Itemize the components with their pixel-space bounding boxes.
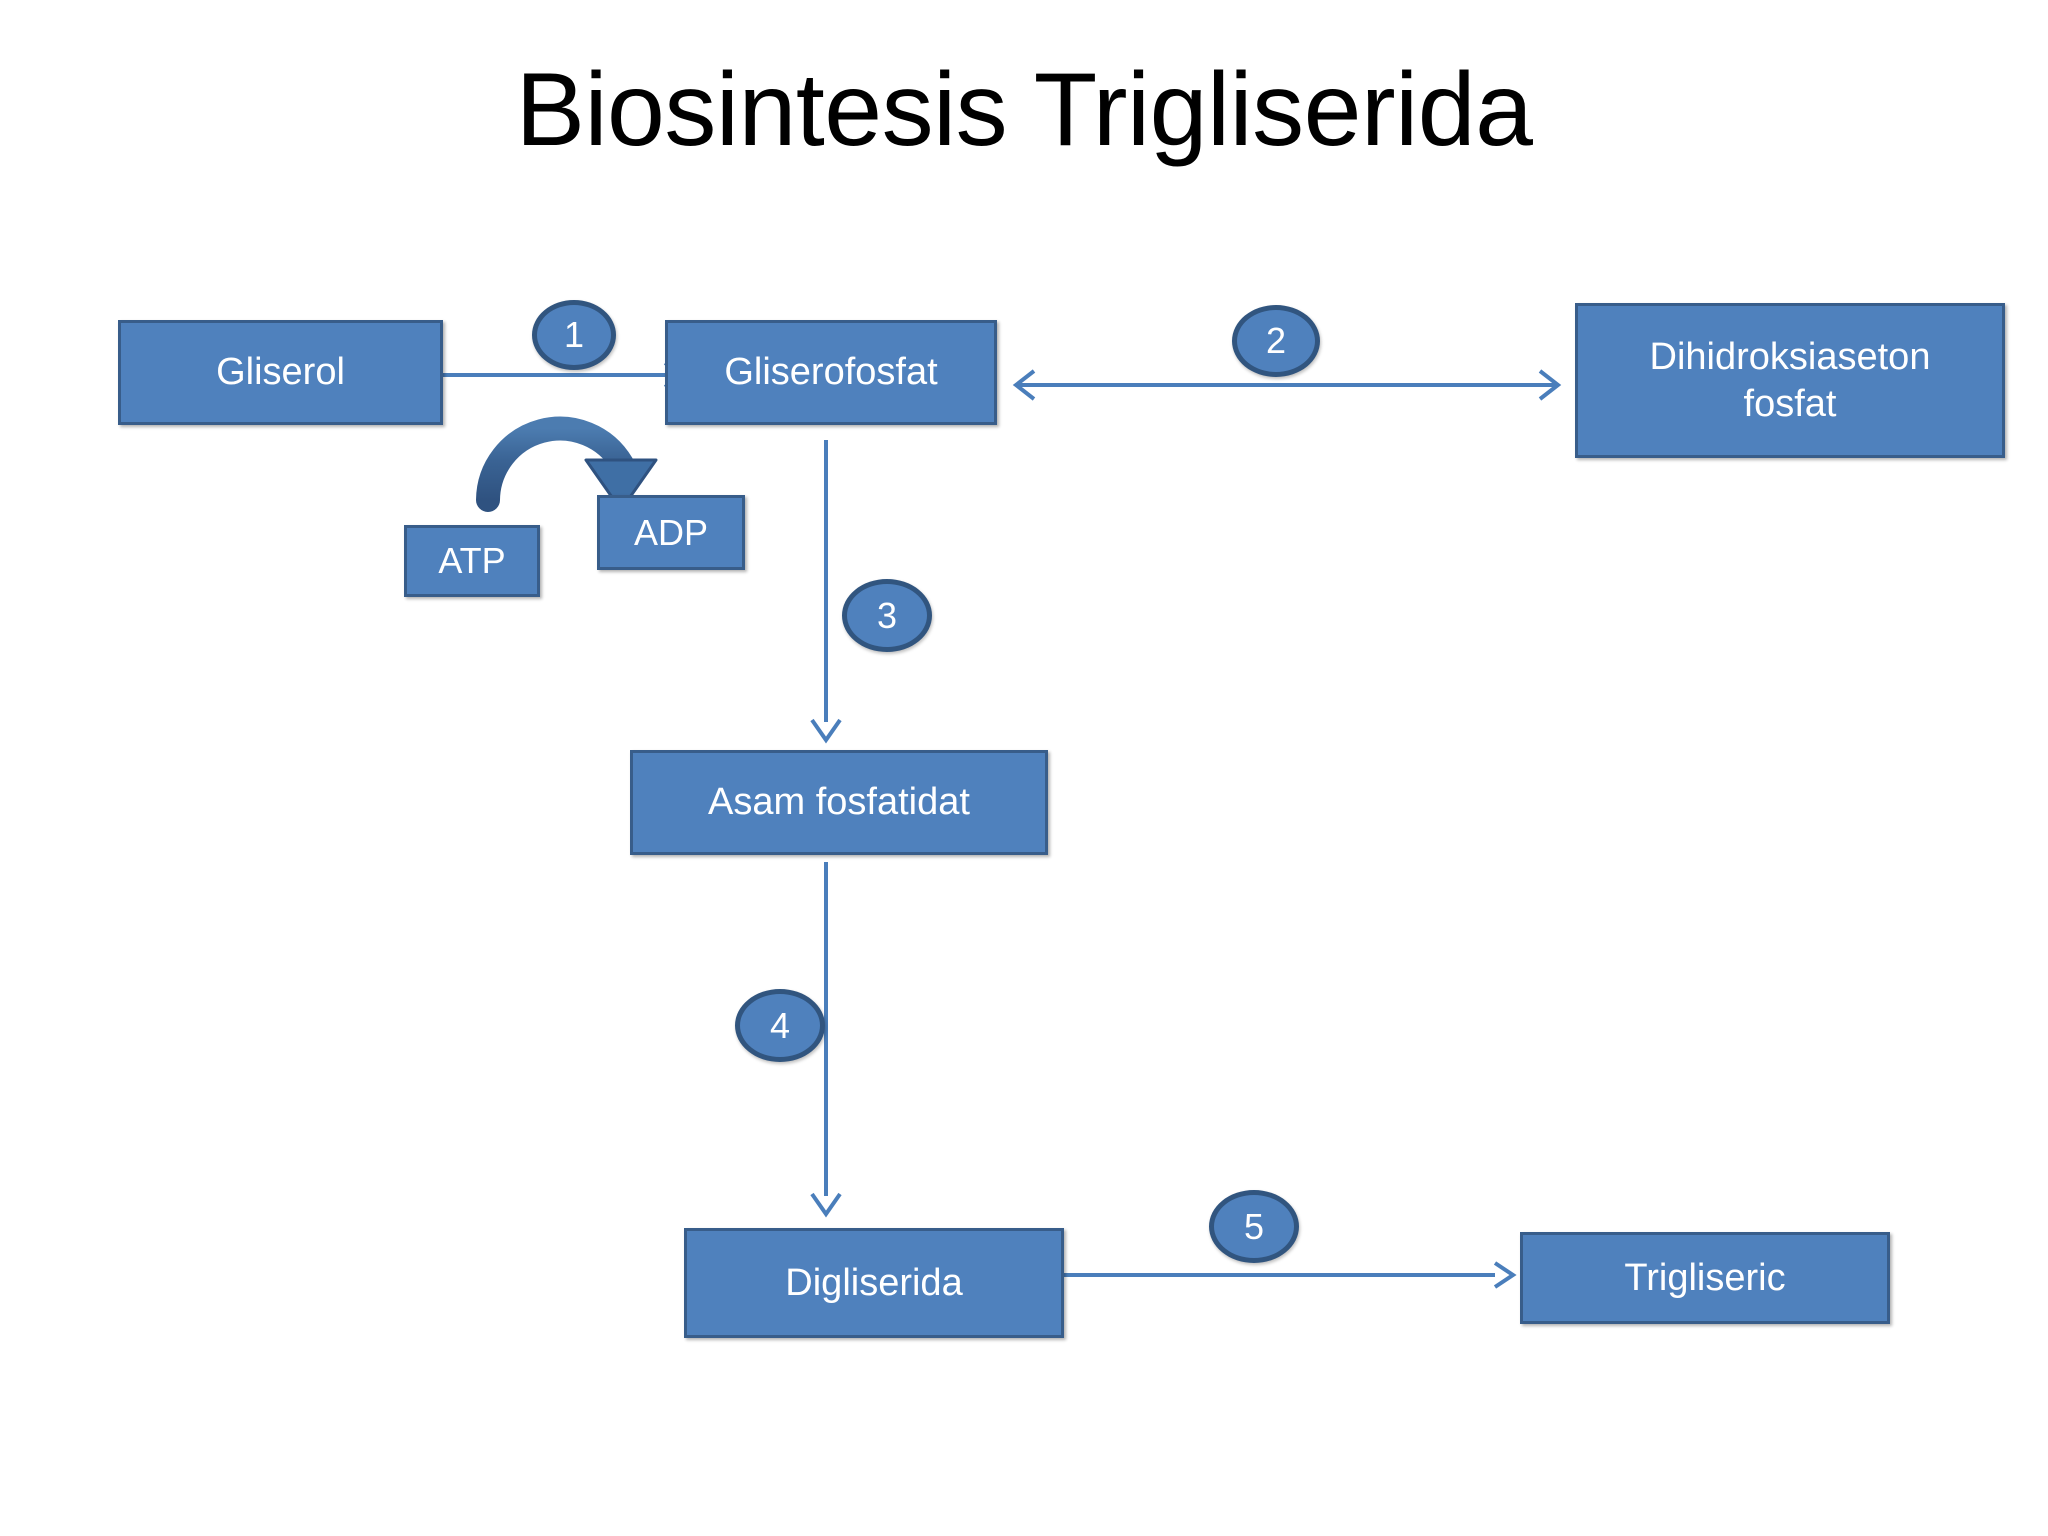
badge-step-2[interactable]: 2 xyxy=(1232,305,1320,377)
node-adp[interactable]: ADP xyxy=(597,495,745,570)
badge-step-1[interactable]: 1 xyxy=(532,300,616,370)
node-gliserofosfat[interactable]: Gliserofosfat xyxy=(665,320,997,425)
connector-digliserida-to-trigliseric xyxy=(1063,1255,1517,1295)
node-atp[interactable]: ATP xyxy=(404,525,540,597)
node-digliserida[interactable]: Digliserida xyxy=(684,1228,1064,1338)
node-asam-fosfatidat[interactable]: Asam fosfatidat xyxy=(630,750,1048,855)
connector-atp-to-adp-curved xyxy=(474,378,704,512)
node-gliserol[interactable]: Gliserol xyxy=(118,320,443,425)
node-dihidroksiaseton-fosfat[interactable]: Dihidroksiaseton fosfat xyxy=(1575,303,2005,458)
connector-gliserofosfat-to-dhap xyxy=(998,365,1576,405)
page-title: Biosintesis Trigliserida xyxy=(515,52,1533,168)
connector-gliserofosfat-to-asam-fosfatidat xyxy=(806,440,846,744)
node-trigliseric[interactable]: Trigliseric xyxy=(1520,1232,1890,1324)
badge-step-4[interactable]: 4 xyxy=(735,989,825,1062)
badge-step-3[interactable]: 3 xyxy=(842,579,932,652)
connector-asam-fosfatidat-to-digliserida xyxy=(806,862,846,1218)
badge-step-5[interactable]: 5 xyxy=(1209,1190,1299,1263)
